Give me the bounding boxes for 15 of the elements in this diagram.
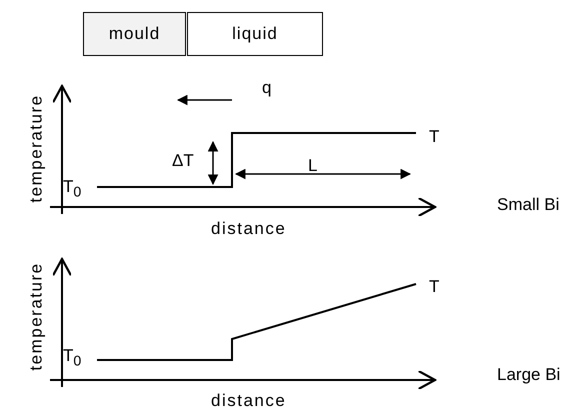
regime-label: Small Bi: [497, 196, 560, 213]
flux-label: q: [262, 79, 272, 96]
temperature-label: T$_{0}$: [63, 347, 82, 369]
axis-label: temperature: [28, 262, 45, 371]
length-label: L: [308, 157, 318, 174]
mould-box: mould: [83, 12, 186, 56]
delta-label: ΔT: [172, 152, 194, 169]
temperature-label: T$_{0}$: [63, 178, 82, 200]
temperature-label: T: [429, 278, 440, 295]
axis-label: distance: [211, 392, 286, 409]
axis-label: temperature: [28, 94, 45, 203]
temperature-label: T: [429, 128, 440, 145]
liquid-box: liquid: [187, 12, 323, 56]
regime-label: Large Bi: [497, 366, 560, 383]
axis-label: distance: [211, 220, 286, 237]
